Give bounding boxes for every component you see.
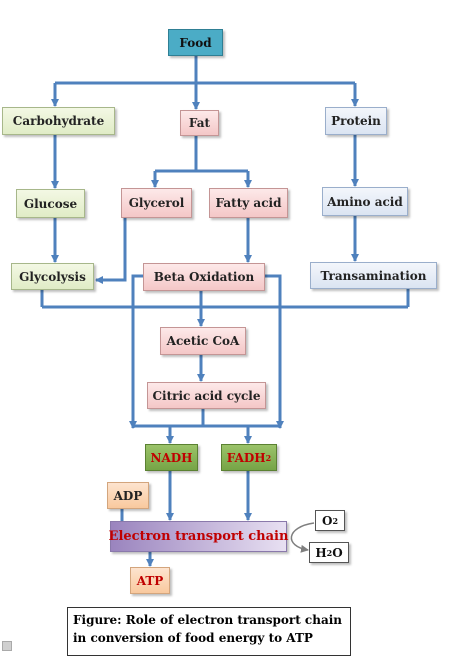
node-citric-acid-cycle: Citric acid cycle: [147, 382, 266, 409]
node-acetic-coa: Acetic CoA: [160, 327, 246, 355]
node-beta-oxidation: Beta Oxidation: [143, 263, 265, 291]
arrow-o2-to-h2o: [290, 522, 315, 553]
figure-caption: Figure: Role of electron transport chain…: [67, 607, 351, 656]
node-glucose: Glucose: [16, 189, 85, 218]
node-protein: Protein: [325, 107, 387, 135]
o2-subscript: 2: [332, 515, 339, 526]
node-nadh: NADH: [145, 444, 198, 471]
fadh2-subscript: 2: [265, 452, 272, 463]
beta-left-path: [129, 274, 143, 429]
node-transamination: Transamination: [310, 262, 437, 289]
h2o-label-h: H: [315, 545, 327, 560]
node-amino-acid: Amino acid: [322, 187, 408, 216]
node-adp: ADP: [107, 482, 149, 509]
node-food: Food: [168, 29, 223, 56]
arrow-glycerol-to-glycolysis: [95, 218, 127, 284]
node-fatty-acid: Fatty acid: [209, 188, 288, 218]
node-electron-transport-chain: Electron transport chain: [109, 521, 288, 552]
h2o-subscript: 2: [326, 547, 333, 558]
node-atp: ATP: [130, 567, 170, 594]
h2o-label-o: O: [332, 545, 343, 560]
corner-marker: [2, 641, 12, 651]
caption-line-1: Figure: Role of electron transport chain: [73, 613, 343, 627]
node-fat: Fat: [180, 110, 219, 136]
o2-label: O: [321, 513, 333, 528]
fadh2-label: FADH: [226, 450, 266, 465]
beta-right-path: [265, 274, 284, 429]
node-glycolysis: Glycolysis: [11, 263, 94, 290]
caption-line-2: in conversion of food energy to ATP: [73, 631, 313, 645]
node-glycerol: Glycerol: [121, 188, 192, 218]
node-carbohydrate: Carbohydrate: [2, 107, 115, 135]
